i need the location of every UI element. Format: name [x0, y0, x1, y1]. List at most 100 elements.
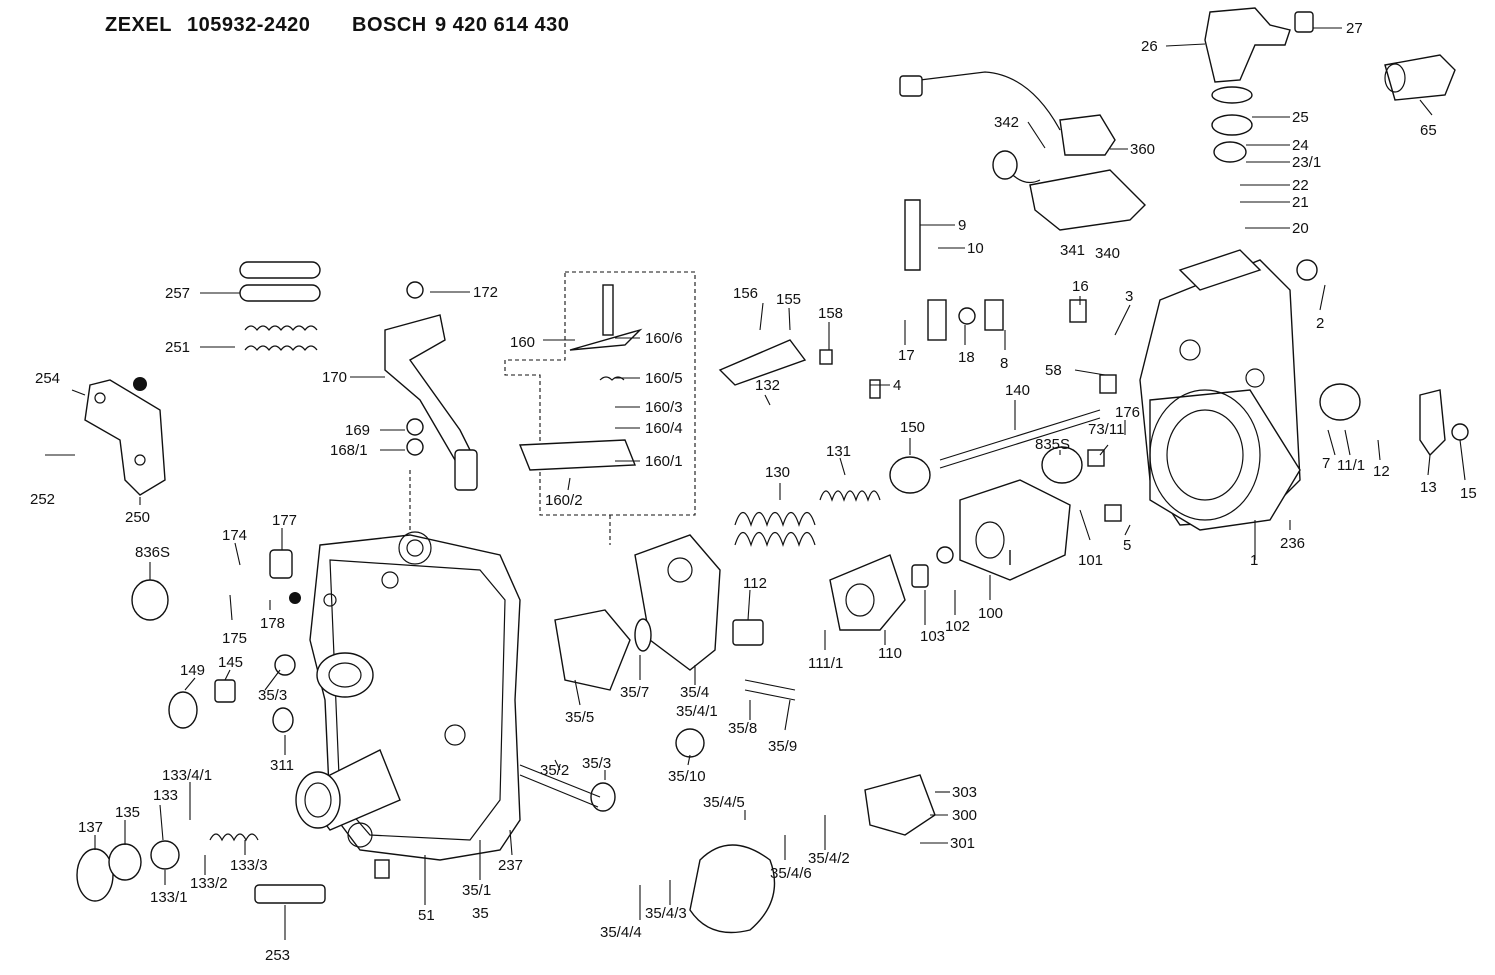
callout-16: 16	[1072, 278, 1089, 295]
callout-35-5: 35/5	[565, 709, 594, 726]
callout-236: 236	[1280, 535, 1305, 552]
governor-housing	[1139, 249, 1301, 531]
callout-13: 13	[1420, 479, 1437, 496]
callout-132: 132	[755, 377, 780, 394]
callout-254: 254	[35, 370, 60, 387]
plunger-133	[76, 833, 259, 902]
header-bosch-label: BOSCH	[352, 14, 427, 36]
callout-835s: 835S	[1035, 436, 1070, 453]
callout-21: 21	[1292, 194, 1309, 211]
callout-1: 1	[1250, 552, 1258, 569]
callout-100: 100	[978, 605, 1003, 622]
lever-26	[1204, 7, 1314, 163]
callout-340: 340	[1095, 245, 1120, 262]
callout-137: 137	[78, 819, 103, 836]
callout-7: 7	[1322, 455, 1330, 472]
callout-22: 22	[1292, 177, 1309, 194]
callout-160-4: 160/4	[645, 420, 683, 437]
callout-5: 5	[1123, 537, 1131, 554]
callout-251: 251	[165, 339, 190, 356]
callout-300: 300	[952, 807, 977, 824]
callout-112: 112	[743, 575, 767, 592]
callout-169: 169	[345, 422, 370, 439]
callout-155: 155	[776, 291, 801, 308]
callout-20: 20	[1292, 220, 1309, 237]
callout-102: 102	[945, 618, 970, 635]
callout-65: 65	[1420, 122, 1437, 139]
callout-labels: 27 26 65 25 342 360 24 23/1 22 21 9 341 …	[30, 20, 1477, 964]
callout-10: 10	[967, 240, 984, 257]
callout-35-2: 35/2	[540, 762, 569, 779]
callout-311: 311	[270, 757, 294, 774]
callout-35-4-3: 35/4/3	[645, 905, 687, 922]
callout-51: 51	[418, 907, 435, 924]
callout-35-4: 35/4	[680, 684, 709, 701]
callout-9: 9	[958, 217, 966, 234]
shaft-140	[889, 409, 1101, 494]
callout-8: 8	[1000, 355, 1008, 372]
callout-131: 131	[826, 443, 851, 460]
callout-170: 170	[322, 369, 347, 386]
callout-103: 103	[920, 628, 945, 645]
spring-131	[819, 490, 881, 502]
callout-149: 149	[180, 662, 205, 679]
callout-73-11: 73/11	[1088, 421, 1124, 438]
pump-housing-front	[289, 531, 521, 861]
callout-2: 2	[1316, 315, 1324, 332]
bracket-340	[899, 71, 1146, 231]
callout-133-4-1: 133/4/1	[162, 767, 212, 784]
callout-175: 175	[222, 630, 247, 647]
callout-160-6: 160/6	[645, 330, 683, 347]
lever-170	[384, 314, 478, 491]
callout-172: 172	[473, 284, 498, 301]
callout-156: 156	[733, 285, 758, 302]
callout-160-1: 160/1	[645, 453, 683, 470]
callout-110: 110	[878, 645, 902, 662]
callout-27: 27	[1346, 20, 1363, 37]
header-bosch-number: 9 420 614 430	[435, 14, 570, 36]
callout-342: 342	[994, 114, 1019, 131]
callout-237: 237	[498, 857, 523, 874]
callout-257: 257	[165, 285, 190, 302]
callout-17: 17	[898, 347, 915, 364]
callout-35: 35	[472, 905, 489, 922]
callout-178: 178	[260, 615, 285, 632]
callout-23-1: 23/1	[1292, 154, 1321, 171]
callout-3: 3	[1125, 288, 1133, 305]
callout-168-1: 168/1	[330, 442, 368, 459]
callout-150: 150	[900, 419, 925, 436]
callout-25: 25	[1292, 109, 1309, 126]
pins-257	[239, 261, 321, 351]
callout-12: 12	[1373, 463, 1390, 480]
cam-ring-100	[959, 479, 1071, 581]
callout-130: 130	[765, 464, 790, 481]
callout-58: 58	[1045, 362, 1062, 379]
callout-35-7: 35/7	[620, 684, 649, 701]
callout-836s: 836S	[135, 544, 170, 561]
callout-145: 145	[218, 654, 243, 671]
callout-15: 15	[1460, 485, 1477, 502]
callout-4: 4	[893, 377, 901, 394]
callout-18: 18	[958, 349, 975, 366]
callout-35-4-5: 35/4/5	[703, 794, 745, 811]
callout-360: 360	[1130, 141, 1155, 158]
callout-35-4-2: 35/4/2	[808, 850, 850, 867]
callout-301: 301	[950, 835, 975, 852]
callout-35-1: 35/1	[462, 882, 491, 899]
assembly-160	[504, 271, 696, 516]
callout-35-4-4: 35/4/4	[600, 924, 642, 941]
callout-133-1: 133/1	[150, 889, 188, 906]
callout-35-3-lower: 35/3	[582, 755, 611, 772]
callout-174: 174	[222, 527, 247, 544]
callout-35-10: 35/10	[668, 768, 706, 785]
sleeve-110	[829, 554, 906, 631]
callout-250: 250	[125, 509, 150, 526]
callout-253: 253	[265, 947, 290, 964]
callout-24: 24	[1292, 137, 1309, 154]
callout-177: 177	[272, 512, 297, 529]
sleeve-65	[1384, 54, 1456, 101]
callout-35-9: 35/9	[768, 738, 797, 755]
misc-small-parts	[131, 199, 1469, 904]
header-zexel-label: ZEXEL	[105, 14, 172, 36]
